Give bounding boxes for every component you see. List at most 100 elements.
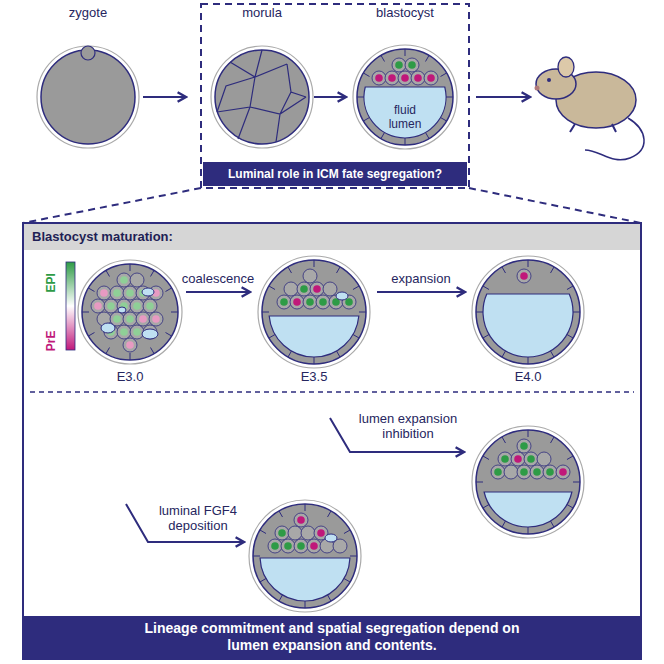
art-shape: [511, 452, 525, 466]
art-shape: [253, 504, 357, 608]
art-shape: [300, 285, 308, 293]
zygote-figure: [37, 46, 139, 148]
art-shape: [117, 299, 131, 313]
embryo: [353, 45, 457, 149]
art-shape: [81, 46, 95, 60]
art-shape: [520, 468, 528, 476]
art-shape: [110, 286, 124, 300]
art-shape: [117, 273, 131, 287]
art-shape: [484, 492, 572, 527]
art-shape: [100, 289, 108, 297]
art-shape: [398, 71, 412, 85]
art-shape: [307, 539, 321, 553]
art-shape: [310, 542, 318, 550]
art-shape: [139, 315, 147, 323]
art-shape: [319, 298, 327, 306]
art-shape: [530, 465, 544, 479]
art-shape: [133, 328, 141, 336]
embryo: [78, 260, 182, 364]
text-label: E3.5: [301, 370, 328, 385]
art-shape: [546, 468, 554, 476]
art-shape: [426, 133, 430, 139]
art-shape: [357, 97, 364, 98]
art-shape: [269, 316, 359, 357]
art-shape: [476, 430, 580, 534]
art-shape: [476, 482, 483, 483]
embryo: [472, 426, 584, 538]
art-shape: [314, 260, 315, 267]
art-shape: [143, 299, 157, 313]
divider: [30, 391, 634, 393]
art-shape: [268, 539, 282, 553]
art-shape: [472, 426, 584, 538]
art-shape: [284, 282, 298, 296]
art-shape: [483, 294, 573, 357]
art-shape: [344, 530, 350, 534]
dashed-frame: [201, 4, 469, 188]
art-shape: [543, 465, 557, 479]
art-shape: [288, 351, 292, 357]
art-shape: [427, 74, 435, 82]
art-shape: [350, 556, 357, 557]
art-shape: [527, 455, 535, 463]
art-shape: [142, 288, 154, 296]
art-shape: [337, 351, 341, 357]
art-shape: [395, 61, 403, 69]
art-shape: [269, 286, 275, 290]
art-shape: [301, 526, 315, 540]
art-shape: [556, 465, 570, 479]
art-shape: [217, 50, 306, 142]
art-shape: [483, 335, 489, 339]
section-header: Blastocyst maturation:: [24, 224, 640, 250]
art-shape: [547, 78, 551, 82]
art-shape: [130, 273, 144, 287]
art-shape: [288, 267, 292, 273]
art-shape: [136, 312, 150, 326]
art-shape: [130, 264, 131, 271]
art-shape: [441, 73, 447, 77]
art-shape: [133, 302, 141, 310]
art-shape: [408, 61, 416, 69]
art-shape: [551, 267, 555, 273]
art-shape: [130, 299, 144, 313]
art-shape: [405, 58, 419, 72]
art-shape: [117, 325, 131, 339]
art-shape: [107, 302, 115, 310]
art-shape: [483, 286, 489, 290]
art-shape: [253, 556, 260, 557]
art-shape: [517, 269, 531, 283]
art-shape: [142, 329, 158, 339]
art-shape: [323, 282, 337, 296]
art-shape: [166, 333, 172, 337]
art-shape: [215, 50, 309, 144]
art-shape: [405, 138, 406, 145]
art-shape: [502, 351, 506, 357]
art-shape: [123, 338, 137, 352]
node-text: Luminal role in ICM fate segregation?: [207, 167, 463, 181]
art-shape: [88, 288, 94, 292]
art-shape: [260, 558, 350, 601]
art-shape: [411, 71, 425, 85]
step-arrow: [476, 96, 530, 98]
step-arrow: [377, 291, 465, 293]
step-arrow: [143, 96, 186, 98]
embryo: [249, 500, 361, 612]
art-shape: [294, 539, 308, 553]
art-shape: [476, 312, 483, 313]
art-shape: [441, 118, 447, 122]
art-shape: [123, 312, 137, 326]
art-shape: [414, 74, 422, 82]
art-shape: [313, 285, 321, 293]
art-shape: [97, 286, 111, 300]
art-shape: [528, 527, 529, 534]
art-shape: [278, 529, 286, 537]
art-shape: [166, 288, 172, 292]
art-shape: [364, 87, 446, 138]
art-shape: [337, 267, 341, 273]
art-shape: [533, 468, 541, 476]
art-shape: [357, 49, 453, 145]
text-label: zygote: [69, 6, 107, 21]
art-shape: [363, 73, 369, 77]
step-arrow: [186, 291, 250, 293]
